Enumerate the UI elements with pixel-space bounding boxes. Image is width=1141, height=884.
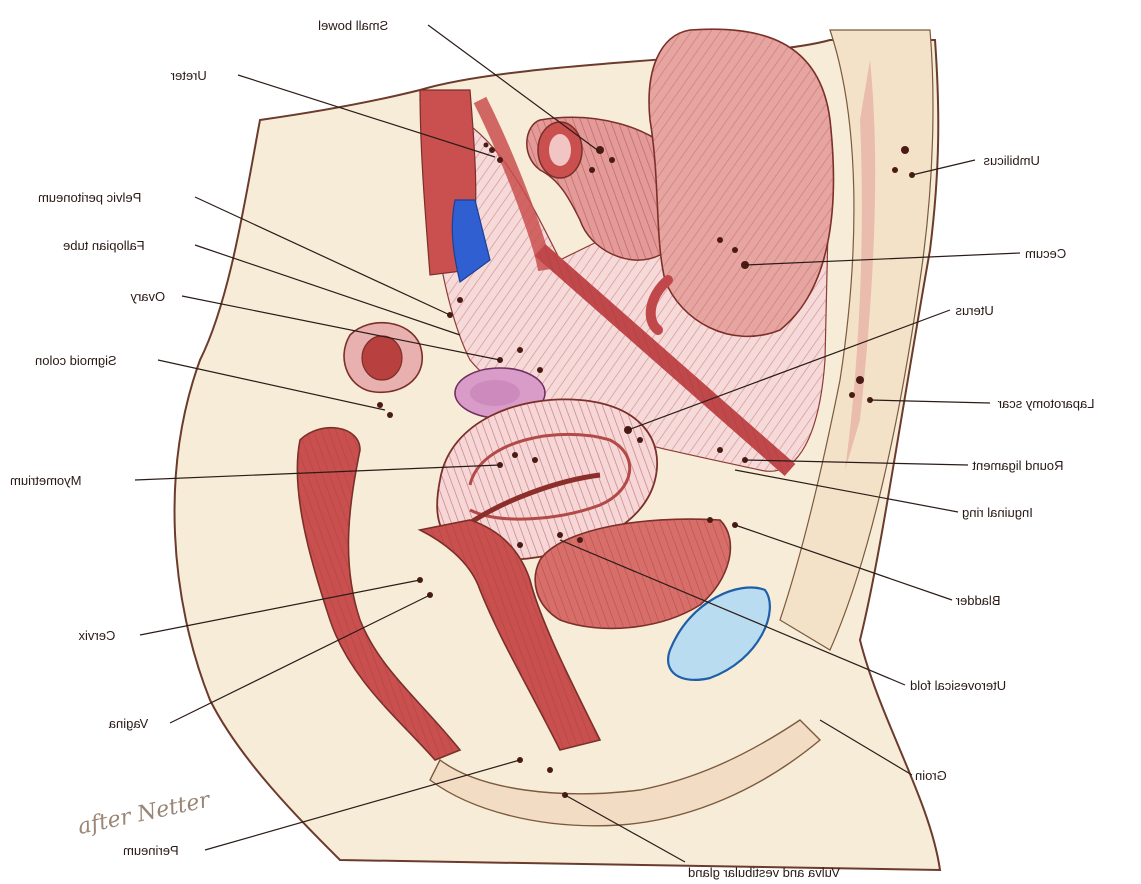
label-ureter: Ureter bbox=[170, 68, 207, 83]
label-sigmoid-colon: Sigmoid colon bbox=[35, 353, 117, 368]
label-perineum: Perineum bbox=[123, 843, 179, 858]
label-bladder: Bladder bbox=[955, 593, 1000, 608]
label-groin: Groin bbox=[915, 768, 947, 783]
label-myometrium: Myometrium bbox=[10, 473, 82, 488]
artist-signature: after Netter bbox=[76, 787, 214, 840]
label-pelvic-peritoneum: Pelvic peritoneum bbox=[38, 190, 141, 205]
label-vulva-vestibular-gland: Vulva and vestibular gland bbox=[688, 865, 840, 880]
label-round-ligament: Round ligament bbox=[972, 458, 1063, 473]
label-laparotomy-scar: Laparotomy scar bbox=[997, 396, 1094, 411]
label-umbilicus: Umbilicus bbox=[983, 153, 1040, 168]
label-cervix: Cervix bbox=[78, 628, 115, 643]
label-uterus: Uterus bbox=[955, 303, 994, 318]
label-inguinal-ring: Inguinal ring bbox=[962, 505, 1033, 520]
label-ovary: Ovary bbox=[130, 289, 165, 304]
label-cecum: Cecum bbox=[1025, 246, 1066, 261]
label-small-bowel: Small bowel bbox=[318, 18, 388, 33]
label-vagina: Vagina bbox=[108, 716, 148, 731]
label-uterovesical-fold: Uterovesical fold bbox=[910, 678, 1006, 693]
label-fallopian-tube: Fallopian tube bbox=[63, 238, 145, 253]
